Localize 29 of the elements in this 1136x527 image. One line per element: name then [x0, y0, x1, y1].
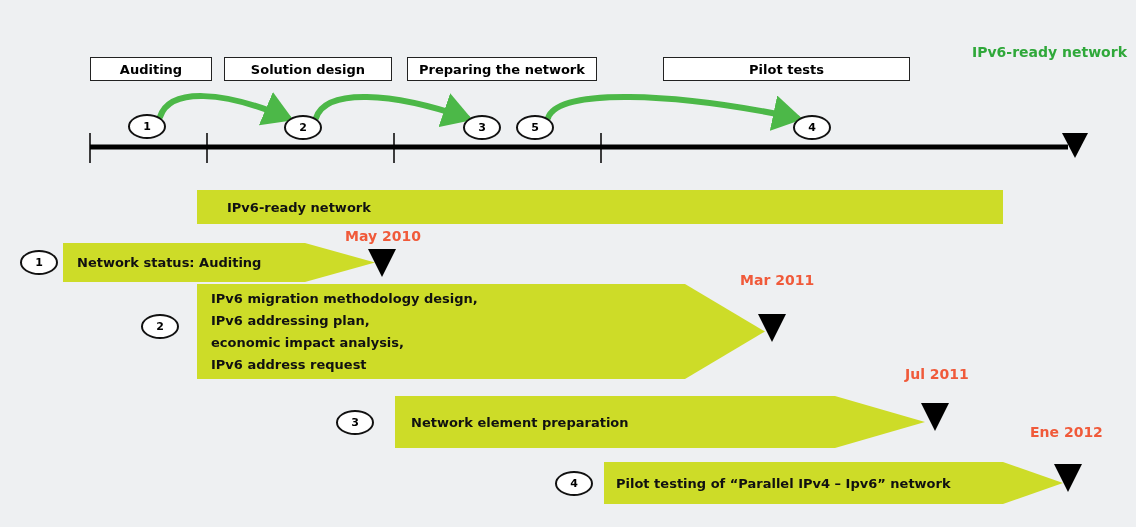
date-label: Jul 2011: [905, 366, 969, 382]
timeline-bar: IPv6-ready network: [197, 190, 1003, 224]
step-number: 2: [141, 314, 179, 339]
step-number: 3: [463, 115, 501, 140]
curved-arrow: [157, 92, 294, 126]
step-number: 4: [793, 115, 831, 140]
task-text: IPv6 address request: [211, 355, 368, 374]
step-number: 1: [20, 250, 58, 275]
date-label: Ene 2012: [1030, 424, 1103, 440]
phase-box: Preparing the network: [407, 57, 597, 81]
step-number: 5: [516, 115, 554, 140]
timeline-bar: Pilot testing of “Parallel IPv4 – Ipv6” network: [604, 462, 1063, 504]
step-number: 2: [284, 115, 322, 140]
timeline-bar: Network status: Auditing: [63, 243, 375, 282]
date-label: May 2010: [345, 228, 421, 244]
task-text: IPv6 addressing plan,: [211, 311, 371, 330]
goal-label: IPv6-ready network: [972, 44, 1127, 60]
date-label: Mar 2011: [740, 272, 815, 288]
timeline-bar: [197, 284, 765, 379]
phase-box: Auditing: [90, 57, 212, 81]
phase-box: Pilot tests: [663, 57, 910, 81]
step-number: 4: [555, 471, 593, 496]
phase-box: Solution design: [224, 57, 392, 81]
step-number: 3: [336, 410, 374, 435]
task-text: IPv6 migration methodology design,: [211, 289, 479, 308]
curved-arrow: [545, 94, 803, 132]
task-text: economic impact analysis,: [211, 333, 405, 352]
step-number: 1: [128, 114, 166, 139]
curved-arrow: [313, 93, 473, 128]
